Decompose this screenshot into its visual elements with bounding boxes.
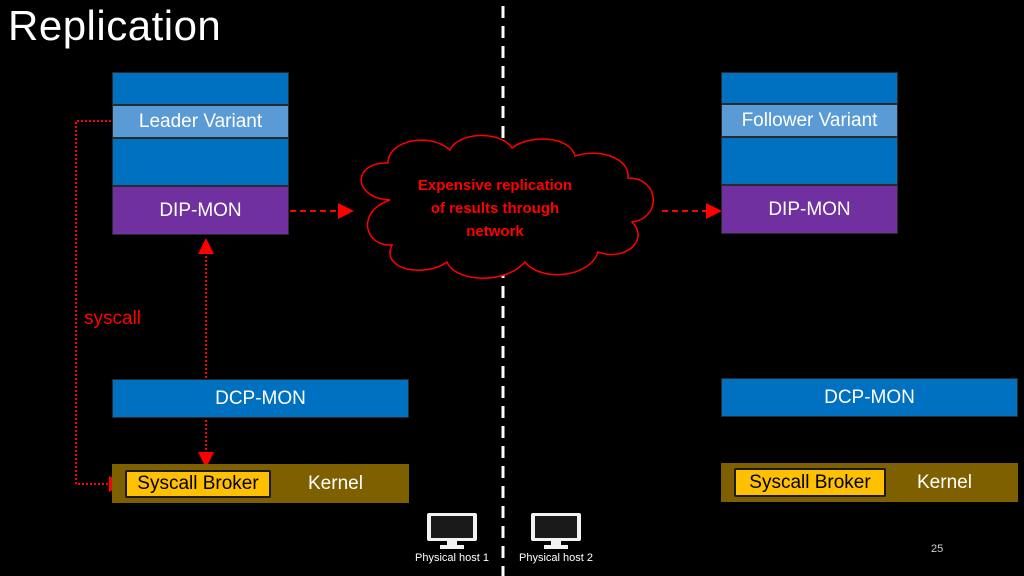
follower-top-block — [721, 72, 898, 104]
physical-host-1-icon — [426, 512, 478, 550]
leader-top-block — [112, 72, 289, 105]
follower-mid-block — [721, 137, 898, 185]
cloud-text: Expensive replication of results through… — [395, 174, 595, 243]
physical-host-2-label: Physical host 2 — [519, 552, 593, 564]
physical-host-2-icon — [530, 512, 582, 550]
slide-title: Replication — [8, 2, 222, 49]
follower-dcpmon-box: DCP-MON — [721, 378, 1018, 417]
syscall-label: syscall — [84, 308, 142, 329]
physical-host-1-label: Physical host 1 — [415, 552, 489, 564]
leader-variant-box: Leader Variant — [112, 105, 289, 138]
leader-mid-block — [112, 138, 289, 186]
follower-syscall-broker: Syscall Broker — [734, 468, 886, 497]
cloud-text-line2: of results through — [430, 200, 560, 217]
leader-dipmon-box: DIP-MON — [112, 186, 289, 235]
follower-variant-box: Follower Variant — [721, 104, 898, 137]
follower-kernel-box: Syscall Broker Kernel — [721, 463, 1018, 502]
leader-kernel-label: Kernel — [308, 473, 363, 494]
cloud-text-line1: Expensive replication — [417, 177, 573, 194]
leader-syscall-broker: Syscall Broker — [125, 470, 271, 498]
leader-kernel-box: Syscall Broker Kernel — [112, 464, 409, 503]
syscall-path — [75, 120, 125, 492]
network-cloud — [360, 134, 655, 279]
cloud-text-line3: network — [466, 223, 524, 240]
follower-dipmon-box: DIP-MON — [721, 185, 898, 234]
page-number: 25 — [931, 543, 944, 555]
leader-dcpmon-box: DCP-MON — [112, 379, 409, 418]
follower-kernel-label: Kernel — [917, 472, 972, 493]
